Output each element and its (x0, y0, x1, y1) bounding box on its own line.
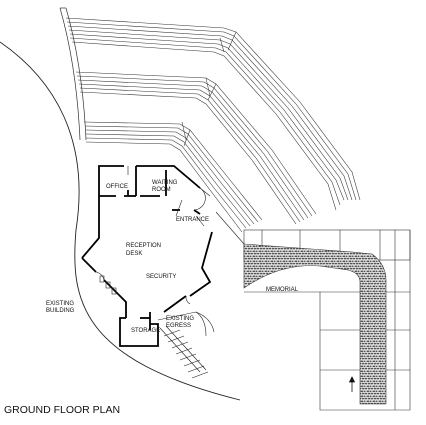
memorial-paving (243, 243, 387, 405)
existing-building (0, 41, 241, 401)
up-arrow-icon (348, 376, 356, 392)
existing-egress-label: EXISTING (166, 316, 194, 322)
security-label: SECURITY (146, 274, 176, 280)
pavilion-walls (81, 165, 213, 347)
existing-egress-label-2: EGRESS (166, 323, 191, 329)
egress-stair (157, 311, 215, 379)
plan-title: GROUND FLOOR PLAN (4, 404, 120, 416)
waiting-room-label: WAITING (152, 180, 178, 186)
curved-outer-wall (59, 7, 87, 141)
reception-desk-label: RECEPTION (126, 243, 161, 249)
terraced-seating (65, 17, 361, 233)
door-swings (95, 166, 245, 305)
reception-desk-label-2: DESK (126, 251, 142, 257)
office-label: OFFICE (106, 184, 128, 190)
storage-label: STORAGE (131, 328, 160, 334)
waiting-room-label-2: ROOM (152, 187, 171, 193)
existing-building-label: EXISTING (46, 301, 74, 307)
memorial-label: MEMORIAL (266, 287, 299, 293)
entrance-label: ENTRANCE (176, 217, 209, 223)
existing-building-label-2: BUILDING (46, 308, 75, 314)
